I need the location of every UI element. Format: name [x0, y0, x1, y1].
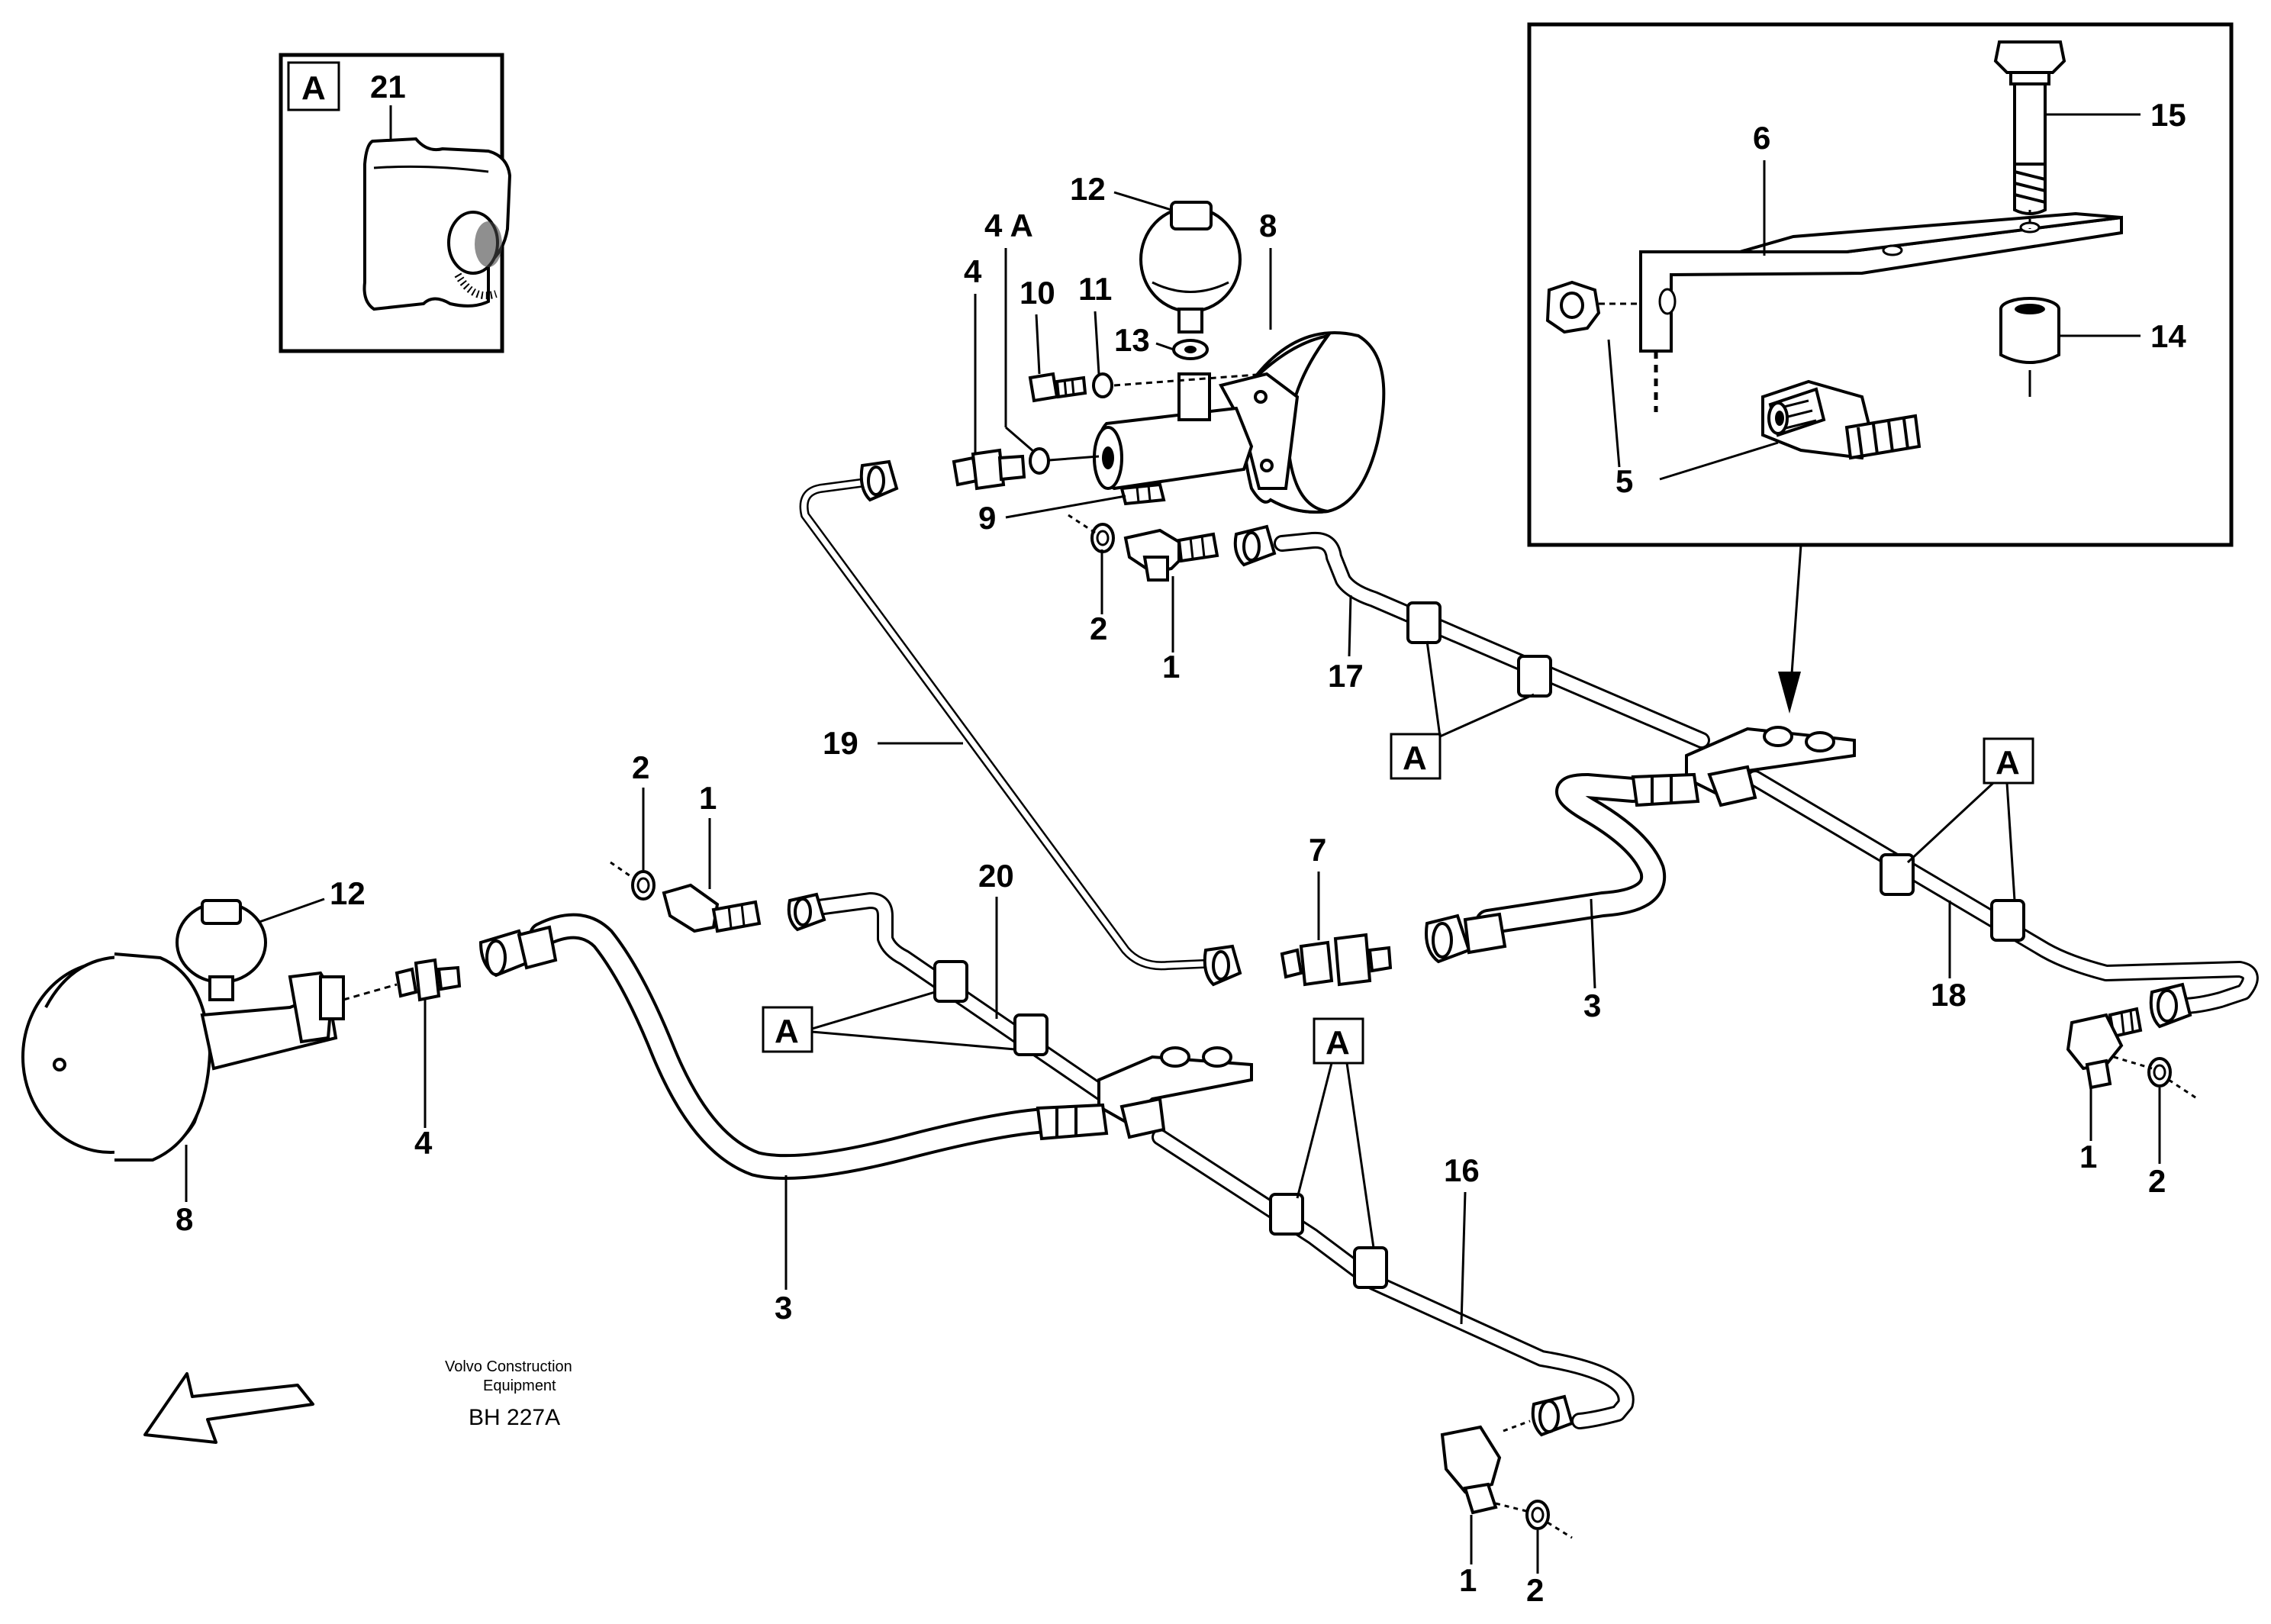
drawing-code: BH 227A	[469, 1405, 560, 1430]
label-8-left: 8	[176, 1201, 193, 1237]
label-11: 11	[1078, 271, 1112, 307]
tee-fitting	[1654, 351, 1921, 460]
publisher-line1: Volvo Construction	[445, 1358, 572, 1375]
label-12-left: 12	[330, 875, 366, 911]
label-12-top: 12	[1070, 171, 1106, 207]
label-18: 18	[1931, 977, 1967, 1013]
label-9: 9	[978, 500, 996, 536]
label-4-left: 4	[414, 1125, 433, 1161]
clamp-tag-a4: A	[1326, 1024, 1350, 1062]
label-1-mid: 1	[699, 780, 717, 816]
label-13: 13	[1114, 322, 1150, 358]
label-14: 14	[2150, 318, 2186, 354]
label-16: 16	[1444, 1152, 1480, 1188]
elbow-fitting-bottom	[1440, 1394, 1574, 1539]
label-1-bottom: 1	[1459, 1562, 1477, 1598]
direction-arrow	[143, 1372, 314, 1444]
label-3-left: 3	[775, 1290, 792, 1326]
elbow-fitting-right	[2066, 982, 2199, 1100]
detail-a-box: A 21	[279, 53, 512, 353]
label-4a: 4 A	[984, 208, 1033, 243]
brake-booster-left	[21, 899, 558, 1162]
label-3-right: 3	[1583, 988, 1601, 1023]
elbow-fitting-mid	[610, 861, 826, 933]
label-2-mid: 2	[632, 749, 649, 785]
detail-a-item-label: 21	[370, 69, 406, 105]
union-fitting-7	[1203, 912, 1507, 987]
label-6: 6	[1753, 120, 1770, 156]
elbow-fitting-top	[1068, 514, 1277, 582]
label-4-top: 4	[964, 253, 982, 289]
label-7: 7	[1309, 832, 1326, 868]
label-1-top: 1	[1162, 649, 1180, 685]
label-2-right: 2	[2148, 1163, 2166, 1199]
brake-booster-top	[859, 201, 1386, 514]
clamp-tag-a2: A	[1996, 744, 2020, 781]
clamp-tag-a3: A	[775, 1013, 799, 1050]
label-19: 19	[823, 725, 858, 761]
clamp-tag-a1: A	[1403, 740, 1427, 777]
tee-bracket-right	[1631, 726, 1856, 807]
spacer-14	[1999, 297, 2060, 364]
label-15: 15	[2150, 97, 2186, 133]
label-10: 10	[1020, 275, 1055, 311]
label-2-top: 2	[1090, 611, 1107, 646]
label-1-right: 1	[2079, 1139, 2097, 1174]
label-20: 20	[978, 858, 1014, 894]
label-17: 17	[1328, 658, 1364, 694]
label-2-bottom: 2	[1526, 1572, 1544, 1608]
tee-bracket-left	[1036, 1046, 1253, 1141]
bolt-15	[1993, 40, 2066, 215]
detail-a-tag: A	[301, 69, 326, 107]
clamps	[933, 601, 2025, 1289]
publisher-line2: Equipment	[483, 1378, 556, 1394]
label-5: 5	[1615, 463, 1633, 499]
label-8-top: 8	[1259, 208, 1277, 243]
bracket-detail-box: 6 15 14 5	[1527, 22, 2234, 547]
